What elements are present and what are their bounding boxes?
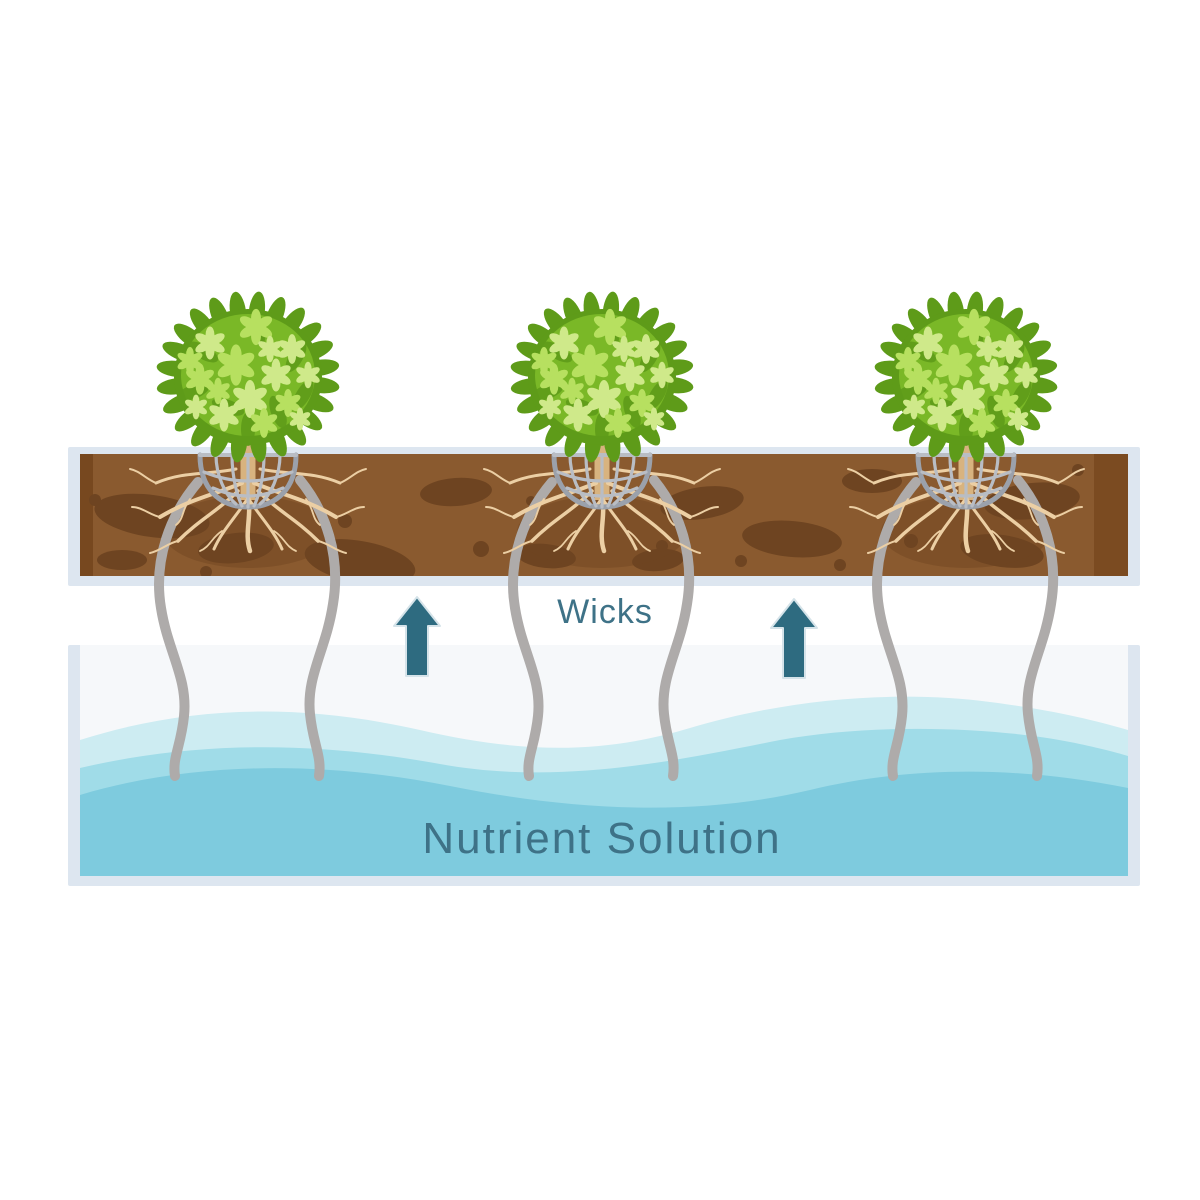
plant (848, 291, 1084, 553)
soil-stone (834, 559, 846, 571)
soil-stone (656, 540, 668, 552)
soil-stone (473, 541, 489, 557)
wick (295, 475, 341, 781)
soil-blob (420, 477, 492, 507)
soil-left-edge (80, 454, 93, 576)
wicks-layer (154, 475, 1059, 781)
soil-stone (735, 555, 747, 567)
soil-stone (200, 566, 212, 576)
wick (154, 477, 203, 781)
soil-blob (960, 534, 1044, 568)
plant (484, 291, 720, 553)
wick (508, 477, 557, 781)
nutrient-solution-label: Nutrient Solution (422, 814, 781, 863)
soil-stone (89, 494, 101, 506)
nutrient-solution-water (80, 696, 1128, 876)
soil-blob (97, 550, 147, 570)
wick (1013, 475, 1059, 781)
water-body (80, 768, 1128, 876)
reservoir-tank (68, 645, 1140, 886)
wick (872, 477, 921, 781)
soil-right-edge (1094, 454, 1128, 576)
soil-stone (904, 534, 918, 548)
soil-stone (338, 514, 352, 528)
soil-blob (632, 548, 684, 572)
plant (130, 291, 366, 553)
soil-blob (742, 520, 842, 558)
soil-blob (516, 543, 576, 569)
wick (649, 475, 695, 781)
wicks-label: Wicks (557, 593, 653, 631)
